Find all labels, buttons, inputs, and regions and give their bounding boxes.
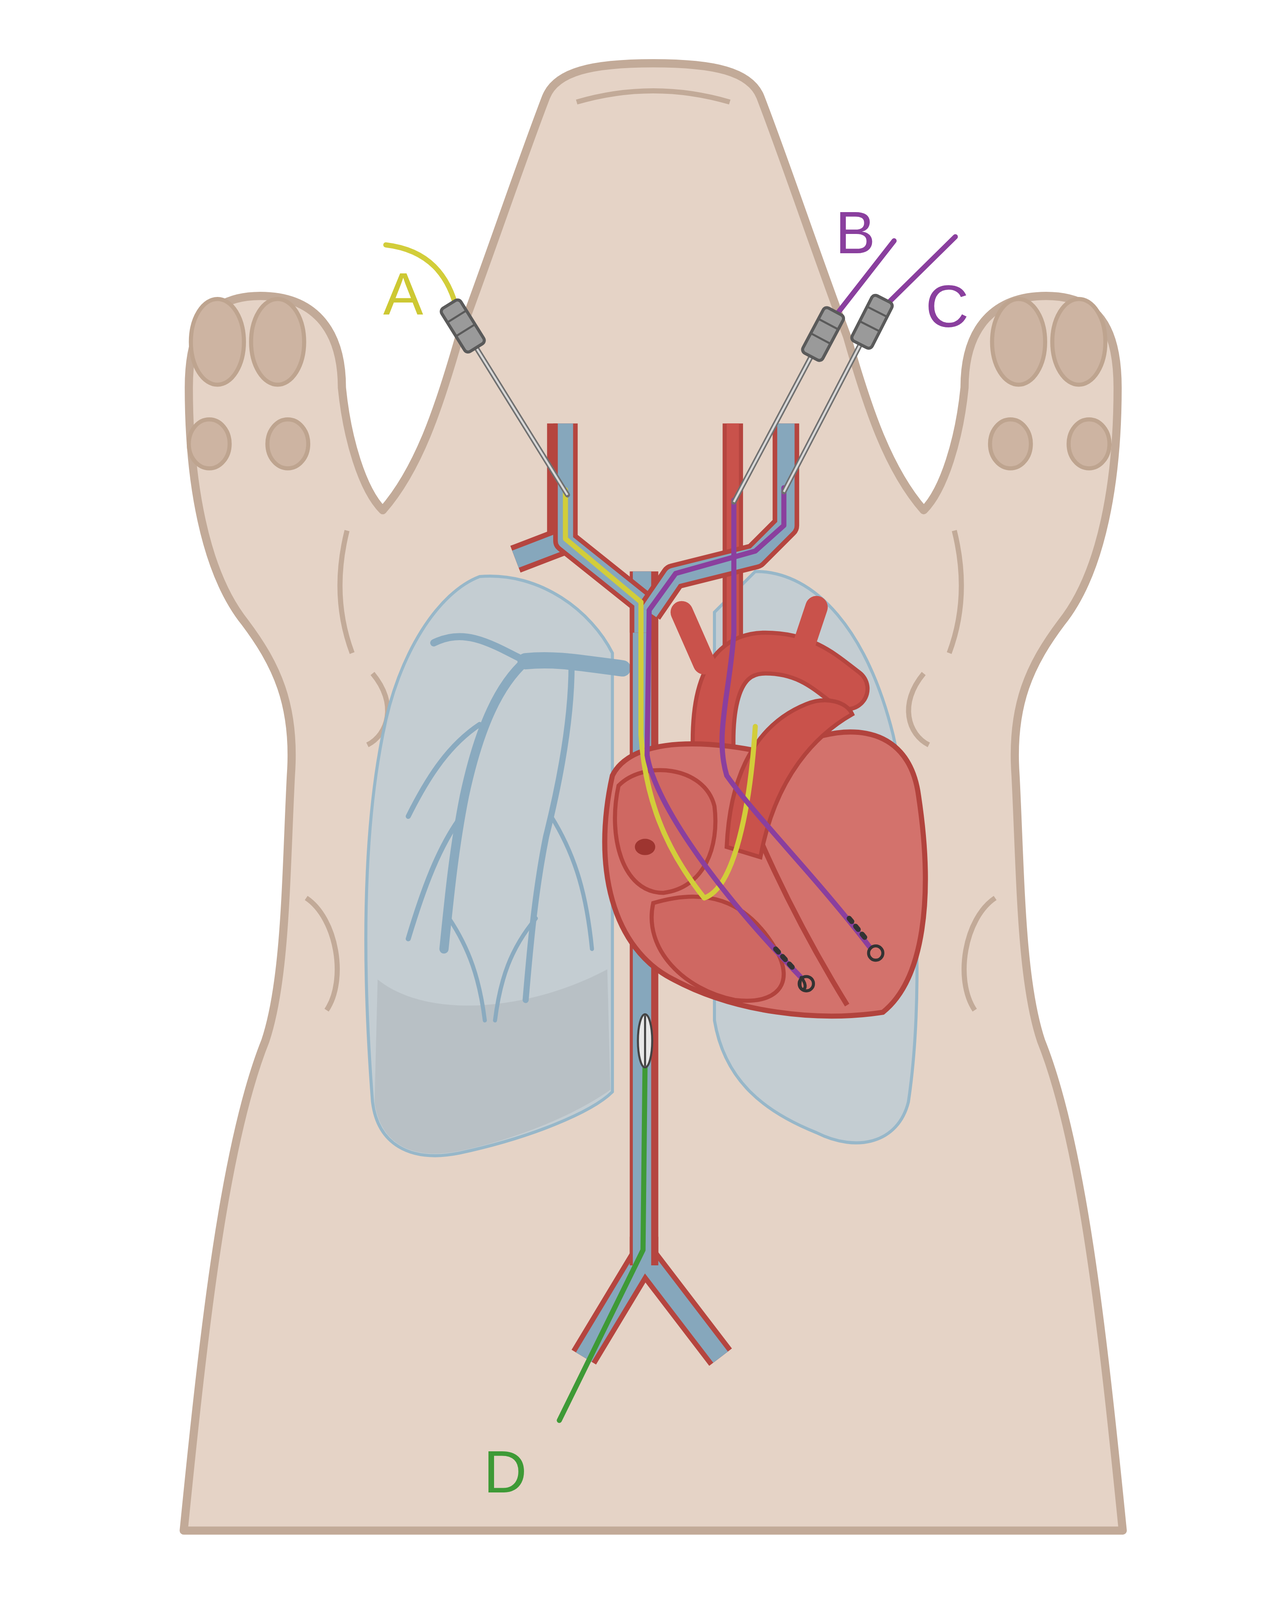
needle-hub <box>810 333 831 345</box>
right-paw <box>990 299 1110 469</box>
left-jugular <box>565 423 643 633</box>
needle-hub <box>867 306 888 318</box>
iliac-vein <box>643 1257 721 1357</box>
heart <box>604 607 926 1016</box>
lung-vessel <box>525 665 572 1001</box>
needle-hub <box>439 298 486 354</box>
needle <box>783 324 871 492</box>
pressure-sensor <box>638 1014 653 1068</box>
arch-branch <box>801 607 817 653</box>
needle-hub <box>850 293 894 350</box>
pad <box>267 419 309 469</box>
pad <box>188 419 230 469</box>
body-fold <box>339 530 353 653</box>
toe <box>1052 299 1106 385</box>
foramen-ovale <box>635 838 656 855</box>
callout-letter: B <box>835 202 875 263</box>
toe <box>991 299 1046 385</box>
lung-vessel <box>443 661 526 950</box>
electrode-marks <box>775 949 797 972</box>
lung-vessels <box>408 636 623 1021</box>
needle-hub <box>859 321 880 332</box>
pulmonary-trunk <box>726 700 853 857</box>
nose-line <box>576 90 730 102</box>
needle-hub <box>439 298 486 354</box>
pad <box>990 419 1031 469</box>
callout-letter: A <box>383 263 423 324</box>
pressure-sensor <box>643 1016 647 1066</box>
needle-hub <box>801 306 845 363</box>
body-fold <box>908 673 929 746</box>
catheter-tip-loop <box>799 976 814 991</box>
arch-branch <box>681 612 704 664</box>
needle-hub <box>447 310 467 323</box>
lung-vessel <box>449 918 485 1021</box>
needle-hub <box>455 324 475 337</box>
needles <box>439 293 894 503</box>
pad <box>1068 419 1110 469</box>
toe <box>251 299 305 385</box>
needle <box>733 336 822 503</box>
callout-letter: D <box>483 1441 528 1502</box>
callout-letter: C <box>925 276 969 337</box>
lung-vessel <box>433 636 526 662</box>
iliac-artery <box>643 1257 721 1357</box>
lung-vessel <box>408 724 480 817</box>
electrode-marks <box>849 918 868 941</box>
lung-shade <box>374 969 611 1154</box>
body-fold <box>964 898 995 1011</box>
needle <box>733 336 822 503</box>
catheter-d <box>559 1063 645 1420</box>
lung-vessel <box>551 816 592 950</box>
lung-vessel <box>408 816 462 939</box>
left-paw <box>188 299 309 469</box>
catheter-b <box>721 500 870 947</box>
needle <box>783 324 871 492</box>
needle-hub <box>801 306 845 363</box>
left-jugular <box>565 423 643 633</box>
needle-hub <box>818 318 839 330</box>
catheter-c <box>646 487 802 978</box>
catheter-tip-loop <box>868 946 883 961</box>
body-fold <box>949 530 962 653</box>
toe <box>190 299 244 385</box>
lung-vessel <box>494 918 536 1021</box>
catheters <box>385 236 956 1420</box>
body-fold <box>306 898 338 1011</box>
needle <box>464 328 568 495</box>
body-outline <box>183 63 1123 1531</box>
needle-hub <box>850 293 894 350</box>
right-ventricle <box>651 896 784 1001</box>
needle <box>464 328 568 495</box>
